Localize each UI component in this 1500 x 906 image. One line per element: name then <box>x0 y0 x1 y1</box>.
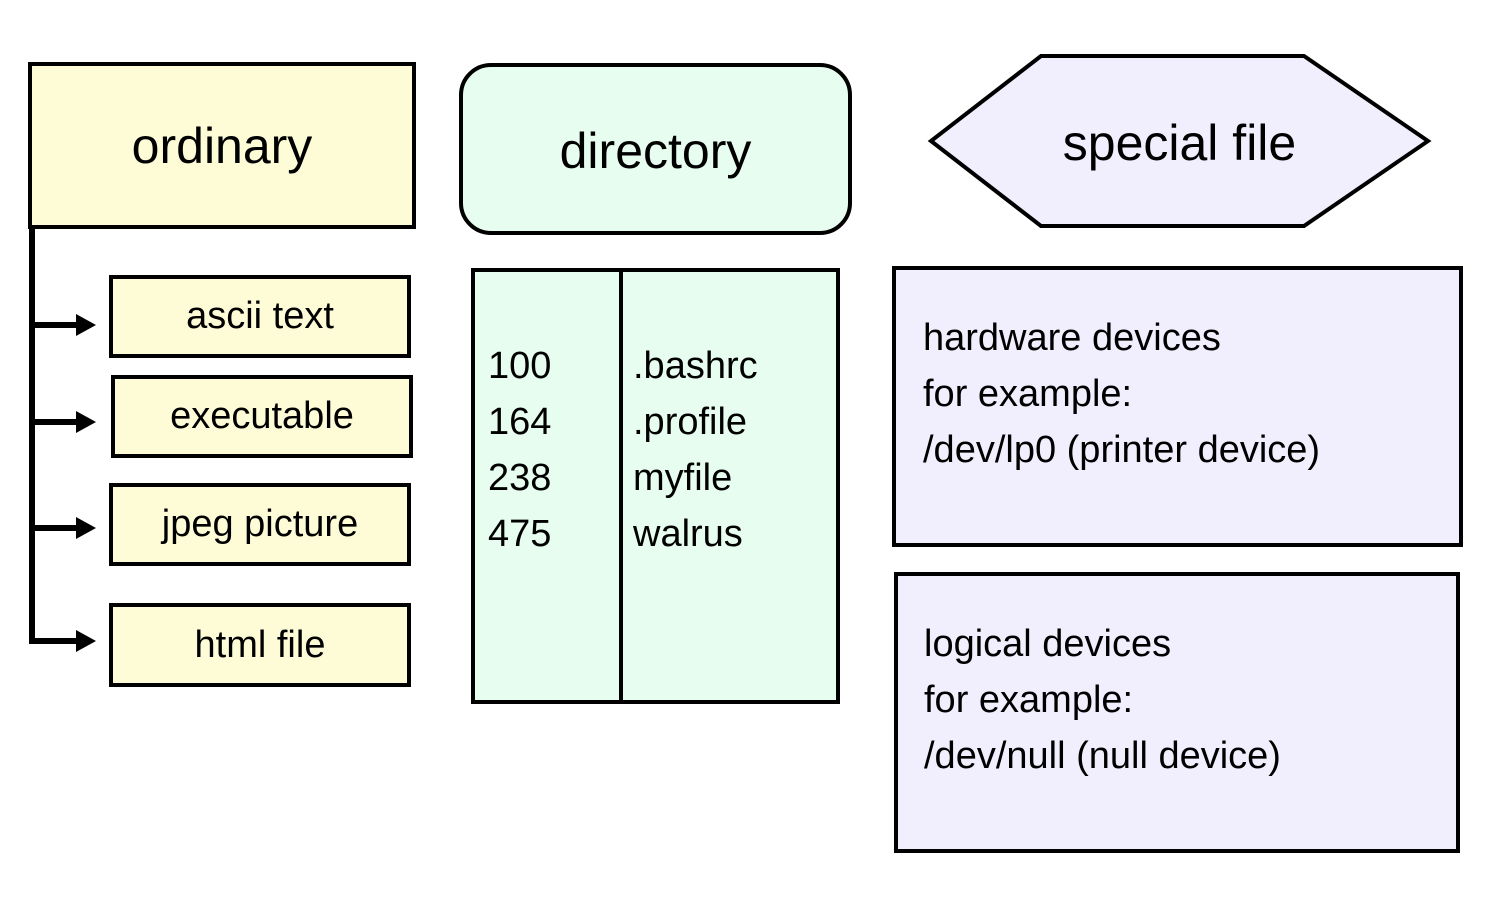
special-file-title: special file <box>1062 115 1297 171</box>
child-label: ascii text <box>186 295 334 337</box>
ordinary-child-ascii-text: ascii text <box>109 275 411 358</box>
directory-table: 100 164 238 475 .bashrc .profile myfile … <box>471 268 840 704</box>
hardware-line: for example: <box>923 373 1133 415</box>
filename-cell: myfile <box>633 457 733 499</box>
filename-cell: .profile <box>633 401 748 443</box>
inode-cell: 475 <box>488 513 552 555</box>
child-label: executable <box>170 395 354 437</box>
directory-title: directory <box>559 123 752 179</box>
logical-line: for example: <box>924 679 1134 721</box>
filename-cell: .bashrc <box>633 345 758 387</box>
logical-line: /dev/null (null device) <box>924 735 1281 777</box>
logical-devices-box: logical devices for example: /dev/null (… <box>894 572 1460 853</box>
filename-cell: walrus <box>633 513 743 555</box>
ordinary-title: ordinary <box>131 117 313 174</box>
arrow-html-file <box>29 630 96 652</box>
directory-column-divider <box>619 268 623 704</box>
hardware-line: /dev/lp0 (printer device) <box>923 429 1321 471</box>
arrow-ascii-text <box>32 314 96 336</box>
inode-column: 100 164 238 475 <box>488 338 551 562</box>
filename-column: .bashrc .profile myfile walrus <box>633 338 758 562</box>
special-file-label-wrap: special file <box>931 56 1428 226</box>
hardware-devices-box: hardware devices for example: /dev/lp0 (… <box>892 266 1463 547</box>
inode-cell: 238 <box>488 457 552 499</box>
inode-cell: 100 <box>488 345 552 387</box>
child-label: jpeg picture <box>161 503 359 545</box>
hardware-line: hardware devices <box>923 317 1221 359</box>
arrow-jpeg-picture <box>32 517 96 539</box>
special-file-hexagon <box>927 54 1432 228</box>
inode-cell: 164 <box>488 401 552 443</box>
ordinary-box: ordinary <box>28 62 416 229</box>
ordinary-child-html-file: html file <box>109 603 411 687</box>
ordinary-child-executable: executable <box>111 375 413 458</box>
arrow-executable <box>32 411 96 433</box>
child-label: html file <box>194 623 326 666</box>
directory-box: directory <box>459 63 852 235</box>
logical-line: logical devices <box>924 623 1172 665</box>
ordinary-child-jpeg-picture: jpeg picture <box>109 483 411 566</box>
